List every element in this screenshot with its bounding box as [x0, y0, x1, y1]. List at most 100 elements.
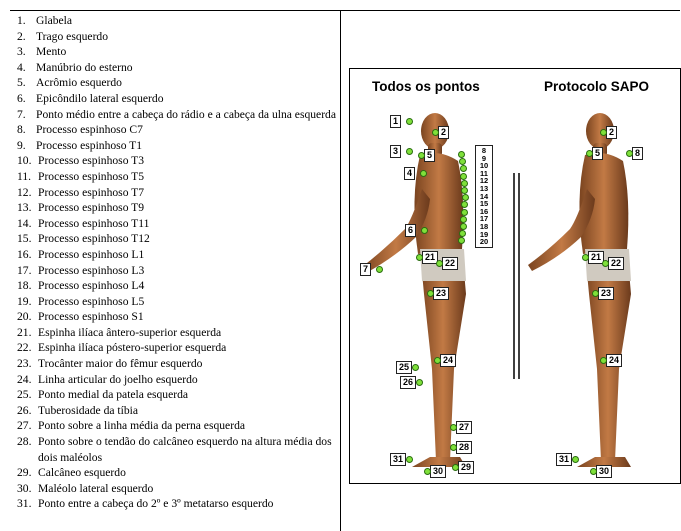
landmark-text: Processo espinhoso T3 [38, 154, 144, 167]
landmark-item: 5.Acrômio esquerdo [17, 75, 337, 91]
column-divider [340, 10, 341, 531]
point-marker-label: 22 [442, 257, 458, 270]
landmark-number: 2. [17, 29, 26, 45]
landmark-number: 4. [17, 60, 26, 76]
point-marker-label: 29 [458, 461, 474, 474]
landmark-item: 10.Processo espinhoso T3 [17, 153, 337, 169]
landmark-text: Processo espinhoso T9 [38, 201, 144, 214]
landmark-dot [418, 152, 425, 159]
point-marker-label: 30 [596, 465, 612, 478]
landmark-text: Ponto médio entre a cabeça do rádio e a … [36, 108, 336, 121]
landmark-dot [421, 227, 428, 234]
landmark-number: 26. [17, 403, 32, 419]
spine-dot [460, 223, 467, 230]
landmark-item: 25. Ponto medial da patela esquerda [17, 387, 337, 403]
landmark-item: 24.Linha articular do joelho esquerdo [17, 372, 337, 388]
landmark-dot [412, 364, 419, 371]
landmark-number: 17. [17, 263, 32, 279]
landmark-number: 30. [17, 481, 32, 497]
point-marker-label: 25 [396, 361, 412, 374]
point-marker-label: 24 [440, 354, 456, 367]
landmark-text: Processo espinhoso L4 [38, 279, 144, 292]
landmark-item: 9.Processo espinhoso T1 [17, 138, 337, 154]
landmark-text: Calcâneo esquerdo [38, 466, 126, 479]
landmark-text: Tuberosidade da tíbia [38, 404, 138, 417]
landmark-dot [406, 118, 413, 125]
landmark-dot [572, 456, 579, 463]
landmark-text: Epicôndilo lateral esquerdo [36, 92, 164, 105]
landmark-item: 12.Processo espinhoso T7 [17, 185, 337, 201]
landmark-text: Processo espinhoso L3 [38, 264, 144, 277]
point-marker-label: 26 [400, 376, 416, 389]
point-marker-label: 22 [608, 257, 624, 270]
landmark-dot [406, 148, 413, 155]
point-marker-label: 3 [390, 145, 401, 158]
point-marker-label: 5 [424, 149, 435, 162]
point-marker-label: 6 [405, 224, 416, 237]
landmark-text: Processo espinhoso C7 [36, 123, 143, 136]
point-marker-label: 23 [433, 287, 449, 300]
landmark-number: 7. [17, 107, 26, 123]
top-rule [10, 10, 680, 11]
landmark-text: Ponto entre a cabeça do 2º e 3º metatars… [38, 497, 273, 510]
landmark-number: 16. [17, 247, 32, 263]
landmark-number: 11. [17, 169, 31, 185]
landmark-text: Processo espinhoso T5 [38, 170, 144, 183]
point-marker-label: 31 [390, 453, 406, 466]
landmark-dot [452, 464, 459, 471]
landmark-text: Processo espinhoso T11 [38, 217, 149, 230]
landmark-item: 8. Processo espinhoso C7 [17, 122, 337, 138]
landmark-number: 13. [17, 200, 32, 216]
landmark-item: 20.Processo espinhoso S1 [17, 309, 337, 325]
landmark-number: 31. [17, 496, 32, 512]
spine-dot [460, 216, 467, 223]
point-marker-label: 1 [390, 115, 401, 128]
landmark-item: 30. Maléolo lateral esquerdo [17, 481, 337, 497]
spine-label: 20 [476, 238, 492, 246]
point-marker-label: 23 [598, 287, 614, 300]
landmark-text: Ponto medial da patela esquerda [38, 388, 188, 401]
landmark-text: Trocânter maior do fêmur esquerdo [38, 357, 202, 370]
landmark-number: 6. [17, 91, 26, 107]
landmark-text: Processo espinhoso L5 [38, 295, 144, 308]
landmark-text: Trago esquerdo [36, 30, 108, 43]
landmark-dot [420, 170, 427, 177]
landmark-item: 21.Espinha ilíaca ântero-superior esquer… [17, 325, 337, 341]
landmark-dot [424, 468, 431, 475]
landmark-number: 12. [17, 185, 32, 201]
landmark-text: Maléolo lateral esquerdo [38, 482, 153, 495]
landmark-number: 1. [17, 13, 26, 29]
landmark-dot [432, 129, 439, 136]
landmark-item: 15.Processo espinhoso T12 [17, 231, 337, 247]
landmark-item: 28.Ponto sobre o tendão do calcâneo esqu… [17, 434, 337, 465]
landmark-item: 26. Tuberosidade da tíbia [17, 403, 337, 419]
point-marker-label: 27 [456, 421, 472, 434]
point-marker-label: 4 [404, 167, 415, 180]
landmark-number: 29. [17, 465, 32, 481]
landmark-dot [600, 129, 607, 136]
landmark-item: 16.Processo espinhoso L1 [17, 247, 337, 263]
point-marker-label: 7 [360, 263, 371, 276]
landmark-item: 7. Ponto médio entre a cabeça do rádio e … [17, 107, 337, 123]
spine-dot [461, 209, 468, 216]
landmark-item: 2. Trago esquerdo [17, 29, 337, 45]
landmark-item: 4.Manúbrio do esterno [17, 60, 337, 76]
landmark-number: 20. [17, 309, 32, 325]
landmark-item: 27.Ponto sobre a linha média da perna es… [17, 418, 337, 434]
landmark-item: 29. Calcâneo esquerdo [17, 465, 337, 481]
landmark-number: 3. [17, 44, 26, 60]
landmark-number: 23. [17, 356, 32, 372]
landmark-dot [602, 260, 609, 267]
landmark-item: 11. Processo espinhoso T5 [17, 169, 337, 185]
landmark-dot [436, 260, 443, 267]
landmark-number: 18. [17, 278, 32, 294]
body-silhouettes [350, 69, 680, 483]
landmark-number: 8. [17, 122, 26, 138]
landmark-number: 27. [17, 418, 32, 434]
landmark-text: Linha articular do joelho esquerdo [38, 373, 198, 386]
landmark-number: 25. [17, 387, 32, 403]
landmark-item: 17. Processo espinhoso L3 [17, 263, 337, 279]
landmark-text: Mento [36, 45, 66, 58]
landmark-text: Espinha ilíaca póstero-superior esquerda [38, 341, 226, 354]
landmark-item: 19.Processo espinhoso L5 [17, 294, 337, 310]
